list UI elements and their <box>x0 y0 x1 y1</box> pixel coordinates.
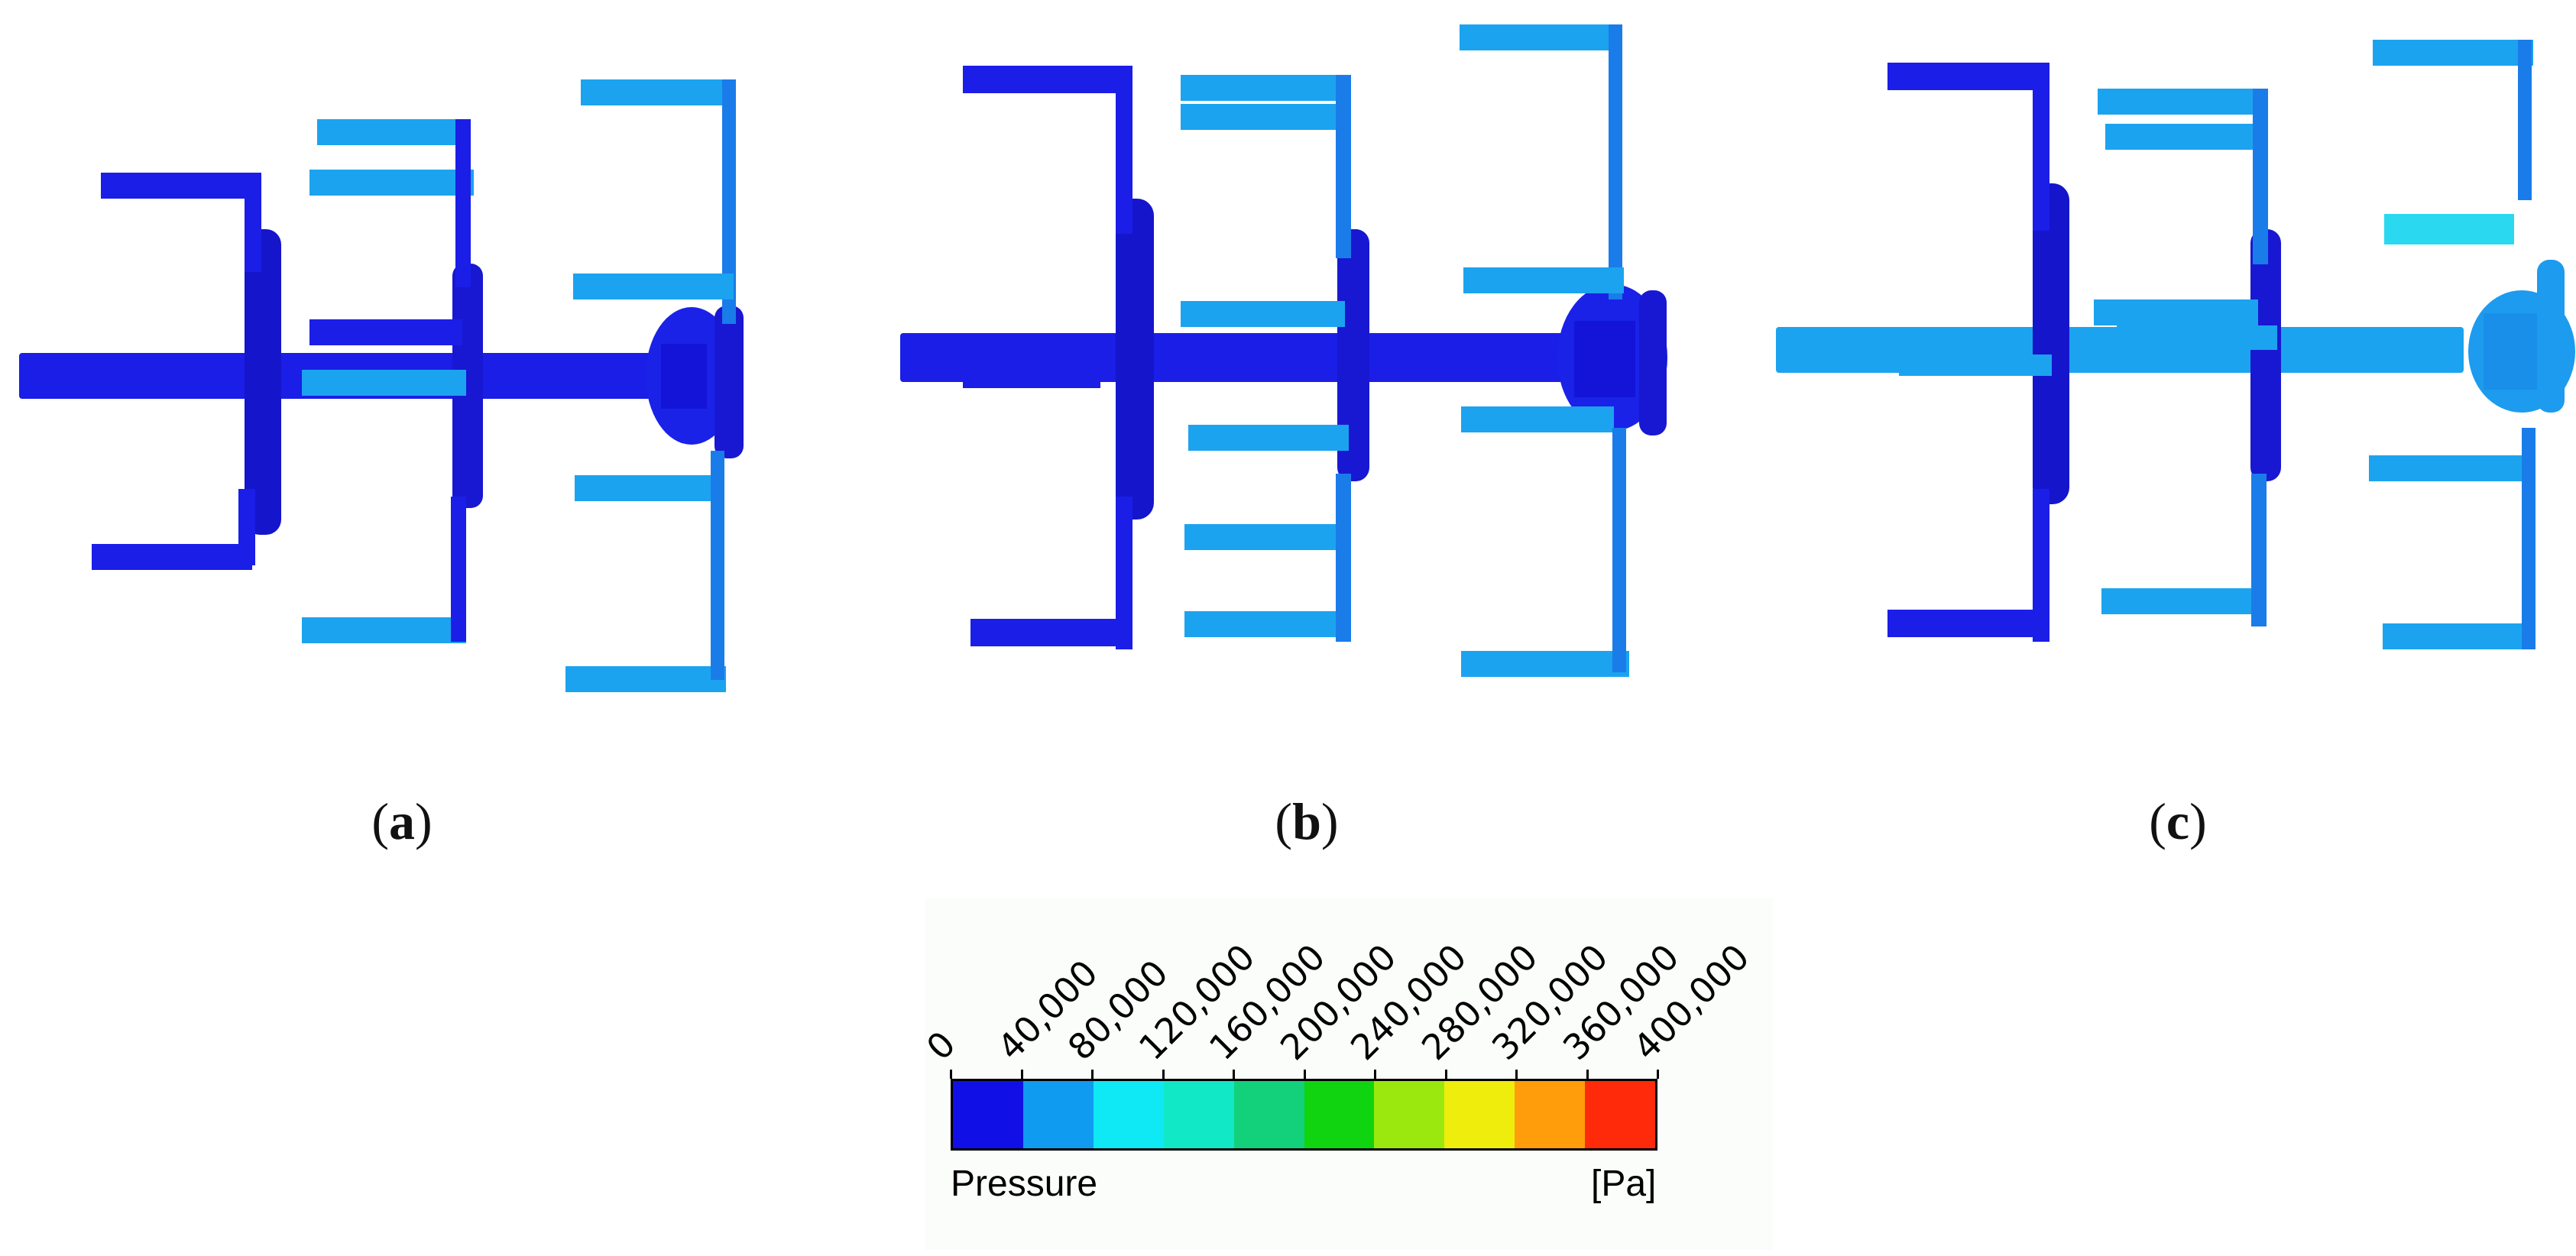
legend-swatch-6 <box>1374 1081 1445 1148</box>
legend-tick-9 <box>1586 1070 1589 1079</box>
legend-swatch-2 <box>1093 1081 1164 1148</box>
impeller-shaft-c-render <box>1776 40 2575 649</box>
pressure-contour-panel-b <box>886 0 1681 733</box>
arm <box>575 475 720 501</box>
legend-tick-label-0: 0 <box>918 1023 964 1068</box>
caption-c-letter: c <box>2166 792 2190 850</box>
caption-b: (b) <box>1275 792 1339 850</box>
legend-tick-4 <box>1233 1070 1235 1079</box>
pressure-contour-panel-a <box>0 0 764 733</box>
pressure-contour-panel-c <box>1765 0 2576 733</box>
arm <box>317 119 470 145</box>
impeller-shaft-a-render <box>19 79 744 692</box>
arm <box>2098 89 2258 115</box>
disk-3 <box>714 306 744 458</box>
caption-c: (c) <box>2149 792 2207 850</box>
arm <box>2101 588 2266 614</box>
disk-1 <box>245 229 281 535</box>
arm <box>309 319 462 345</box>
arm <box>1887 63 2048 90</box>
disk-3 <box>2537 260 2565 413</box>
legend-tick-5 <box>1303 1070 1306 1079</box>
arm <box>963 370 1100 388</box>
disk-2 <box>1337 229 1369 481</box>
legend-tick-1 <box>1020 1070 1023 1079</box>
arm <box>963 66 1131 93</box>
legend-unit-label: [Pa] <box>1591 1164 1657 1204</box>
legend-tick-0 <box>950 1070 952 1079</box>
arm <box>92 544 252 570</box>
arm <box>1181 75 1349 101</box>
arm <box>2369 455 2529 481</box>
legend-color-bar <box>951 1079 1657 1151</box>
arm <box>309 170 474 196</box>
caption-a: (a) <box>371 792 433 850</box>
legend-swatch-8 <box>1515 1081 1586 1148</box>
arm <box>1184 611 1349 637</box>
arm <box>1460 24 1620 50</box>
arm <box>1463 267 1624 293</box>
disk-2 <box>2250 229 2281 481</box>
impeller-shaft-b-render <box>900 24 1667 677</box>
arm <box>2384 214 2514 244</box>
legend-tick-8 <box>1515 1070 1518 1079</box>
arm <box>101 173 261 199</box>
arm <box>2383 623 2528 649</box>
arm <box>302 617 466 643</box>
legend-swatch-0 <box>953 1081 1023 1148</box>
legend-swatch-3 <box>1163 1081 1234 1148</box>
arm <box>1188 425 1349 451</box>
arm <box>573 274 734 299</box>
legend-swatch-9 <box>1585 1081 1656 1148</box>
arm <box>1181 301 1345 327</box>
legend-swatch-1 <box>1022 1081 1094 1148</box>
caption-b-letter: b <box>1292 792 1321 850</box>
arm <box>302 370 466 396</box>
legend-swatch-5 <box>1304 1081 1375 1148</box>
legend-tick-2 <box>1091 1070 1094 1079</box>
disk-3 <box>1639 290 1667 435</box>
arm <box>2105 124 2266 150</box>
disk-1 <box>1116 199 1154 520</box>
arm <box>2117 325 2277 350</box>
arm <box>2373 40 2533 66</box>
arm <box>1461 651 1629 677</box>
legend-tick-6 <box>1374 1070 1376 1079</box>
arm <box>1184 524 1345 550</box>
arm <box>2094 299 2258 325</box>
legend-swatch-4 <box>1233 1081 1304 1148</box>
arm <box>581 79 734 105</box>
arm <box>1887 610 2048 637</box>
legend-tick-3 <box>1162 1070 1165 1079</box>
arm <box>1181 104 1349 130</box>
arm <box>1461 406 1614 432</box>
arm <box>1899 354 2052 376</box>
legend-tick-10 <box>1657 1070 1659 1079</box>
disk-1 <box>2033 183 2069 504</box>
arm <box>565 666 726 692</box>
legend-swatch-7 <box>1444 1081 1515 1148</box>
legend-quantity-label: Pressure <box>951 1164 1098 1204</box>
caption-a-letter: a <box>389 792 415 850</box>
legend-tick-7 <box>1444 1070 1447 1079</box>
arm <box>970 619 1131 646</box>
